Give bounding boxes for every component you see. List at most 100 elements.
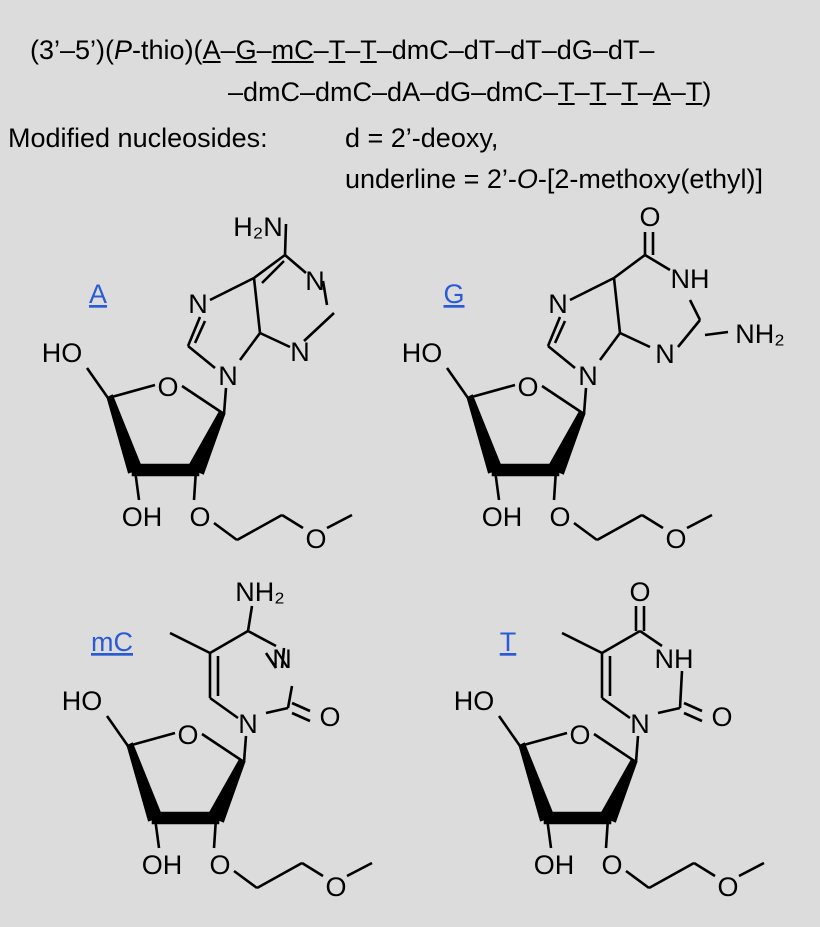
nucleoside-link-mc[interactable]: mC [91,627,133,657]
atom-2-oxygen: O [549,502,570,532]
bond [612,277,622,334]
atom-n9: N [578,361,598,391]
bond [582,387,588,415]
bond [238,332,262,361]
bond [553,320,567,344]
bond [547,344,576,370]
seq-line1-token: – [220,35,236,65]
sequence-line-2: –dmC–dmC–dA–dG–dmC–T–T–T–A–T) [228,76,711,108]
bond [253,253,286,280]
atom-n1: N [238,709,258,739]
atom-methoxy-oxygen: O [325,872,346,902]
bond [601,696,631,720]
bond [246,605,254,632]
seq-line1-token: mC [271,35,314,65]
atom-o6: O [639,202,660,232]
bond [601,629,641,655]
nucleoside-link-a[interactable]: A [89,279,107,309]
seq-line2-token: – [670,77,686,107]
seq-line2-token: T [589,77,607,107]
bond [546,316,562,347]
seq-line2-token: T [558,77,575,107]
seq-line1-tokens: A–G–mC–T–T–dmC–dT–dT–dG–dT– [203,35,655,65]
legend-d-def: d = 2’-deoxy, [345,123,499,153]
atom-n1: N [305,266,325,296]
atom-ring-oxygen: O [157,372,178,402]
legend-ul-o: O [516,164,538,194]
seq-line2-token: A [652,77,671,107]
atom-nh2: NH₂ [235,577,284,607]
bond [683,701,703,713]
bond [291,711,311,723]
bond [264,652,278,669]
seq-line1-token: – [256,35,272,65]
seq-line1-token: –dmC–dT–dT–dG–dT– [376,35,655,65]
atom-2-oxygen: O [209,850,230,880]
nucleoside-link-t[interactable]: T [500,627,517,657]
seq-line1-token: – [345,35,361,65]
bond [657,706,681,715]
sequence-line-1: (3’–5’)(P-thio)(A–G–mC–T–T–dmC–dT–dT–dG–… [30,34,654,66]
bond [286,685,294,709]
bond [252,277,262,334]
legend-label: Modified nucleosides: [8,123,268,153]
atom-o4: O [629,577,650,607]
bond [187,344,216,370]
seq-line2-token: – [574,77,590,107]
atom-oh: OH [482,502,523,532]
atom-methoxy-oxygen: O [665,524,686,554]
bond [678,670,684,709]
bond [704,330,729,337]
atom-ring-oxygen: O [177,720,198,750]
bond [209,629,249,655]
atom-n3: N [655,339,675,369]
seq-prefix: (3’–5’)( [30,35,115,65]
atom-2-oxygen: O [189,502,210,532]
atom-ring-oxygen: O [517,372,538,402]
legend-ul-prefix: underline = 2’- [345,164,517,194]
bond [169,631,211,655]
atom-n7: N [188,289,208,319]
atom-n9: N [218,361,238,391]
seq-line2-token: T [685,77,703,107]
bond [280,647,286,669]
atom-nh2: NH₂ [735,319,784,349]
atom-ring-oxygen: O [569,720,590,750]
atom-n3: N [290,337,310,367]
seq-line1-token: – [313,35,329,65]
bond [209,696,239,720]
seq-thio: -thio)( [132,35,203,65]
bond [291,701,311,713]
bond [676,319,702,348]
seq-line1-token: T [360,35,377,65]
bond [683,711,703,723]
atom-oh: OH [142,850,183,880]
atom-nh: NH [655,644,694,674]
bond [259,331,291,349]
bond [321,280,329,306]
bond [639,629,663,648]
bond [265,706,289,715]
bond [561,631,603,655]
bond [222,387,228,415]
seq-line1-token: G [235,35,257,65]
bond [242,735,248,763]
bond [619,331,651,349]
bond [613,253,646,280]
seq-line2-token: T [621,77,638,107]
nucleoside-link-g[interactable]: G [443,279,464,309]
legend-underline-def: underline = 2’-O-[2-methoxy(ethyl)] [345,163,763,195]
bond [261,260,285,284]
bond [598,332,622,361]
atom-o2: O [319,702,340,732]
atom-n1: N [630,709,650,739]
bond [569,276,615,302]
atom-h2n: H₂N [233,212,282,242]
